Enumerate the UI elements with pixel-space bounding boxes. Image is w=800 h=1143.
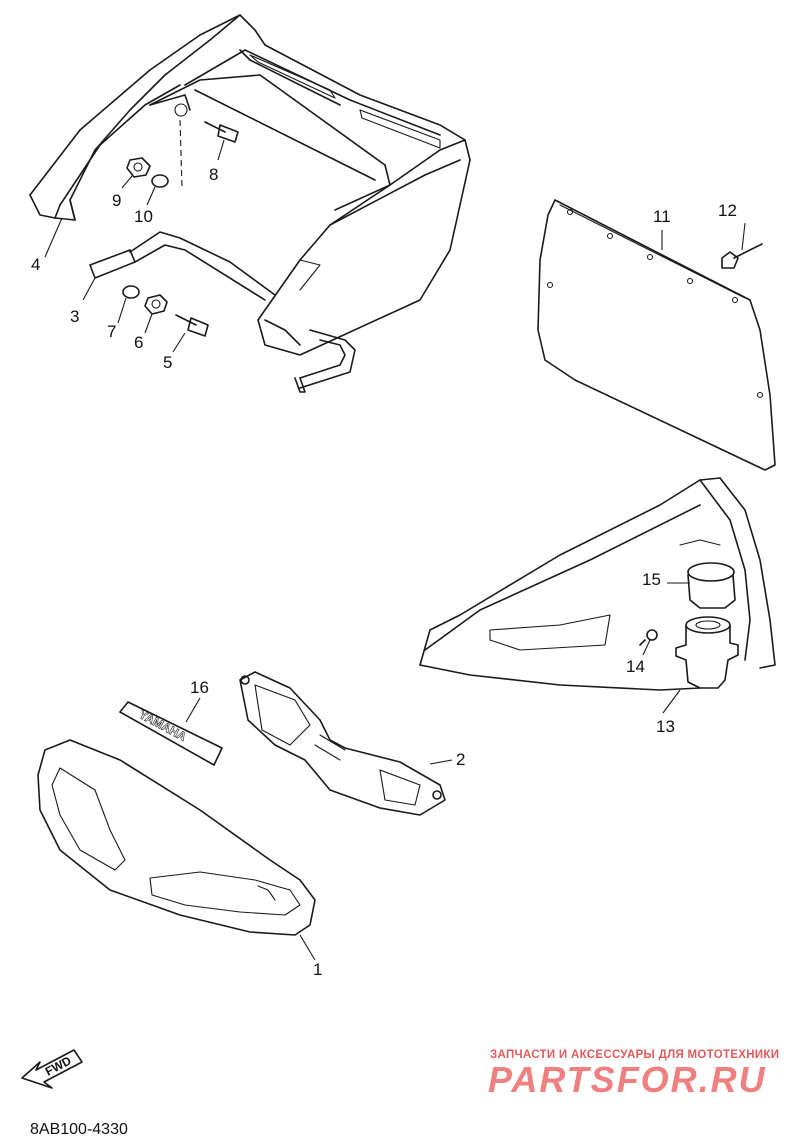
watermark-brand: PARTSFOR.RU — [488, 1059, 767, 1100]
callout-5: 5 — [163, 353, 172, 372]
leader-lines — [44, 139, 746, 961]
rear-frame-part — [29, 14, 471, 356]
callout-16: 16 — [190, 678, 209, 697]
callout-11: 11 — [653, 207, 671, 226]
callout-10: 10 — [134, 207, 153, 226]
rear-cowling-part — [419, 477, 776, 691]
holder-13-icon — [675, 616, 739, 689]
assembly-dash-line — [179, 119, 183, 189]
clip-14-icon — [639, 629, 658, 646]
callout-labels: 1 2 3 4 5 6 7 8 9 10 11 12 13 14 15 16 — [31, 165, 737, 979]
panel-11-part — [537, 199, 776, 471]
yamaha-decal: YAMAHA — [119, 701, 223, 766]
callout-7: 7 — [107, 322, 116, 341]
washer-10-icon — [151, 174, 169, 188]
callout-2: 2 — [456, 750, 465, 769]
cowl-1-part — [37, 739, 316, 936]
callout-6: 6 — [134, 333, 143, 352]
callout-14: 14 — [626, 657, 645, 676]
fwd-arrow-icon: FWD — [21, 1049, 83, 1089]
callout-8: 8 — [209, 165, 218, 184]
socket-15-icon — [687, 562, 736, 609]
nut-6-icon — [144, 294, 168, 315]
bolt-5-icon — [175, 314, 209, 337]
callout-9: 9 — [112, 191, 121, 210]
vent-2-part — [239, 671, 446, 816]
nut-9-icon — [126, 157, 151, 178]
callout-13: 13 — [656, 717, 675, 736]
bolt-8-icon — [204, 121, 239, 143]
watermark: ЗАПЧАСТИ И АКСЕССУАРЫ ДЛЯ МОТОТЕХНИКИ PA… — [488, 1049, 779, 1100]
watermark-tagline: ЗАПЧАСТИ И АКСЕССУАРЫ ДЛЯ МОТОТЕХНИКИ — [490, 1049, 779, 1061]
washer-7-icon — [122, 285, 140, 299]
callout-4: 4 — [31, 255, 40, 274]
callout-1: 1 — [313, 960, 322, 979]
drawing-code: 8AB100-4330 — [30, 1121, 128, 1138]
callout-12: 12 — [718, 201, 737, 220]
bracket-rod-part — [89, 231, 356, 393]
callout-3: 3 — [70, 307, 79, 326]
rivet-12-icon — [721, 243, 763, 269]
callout-15: 15 — [642, 570, 661, 589]
